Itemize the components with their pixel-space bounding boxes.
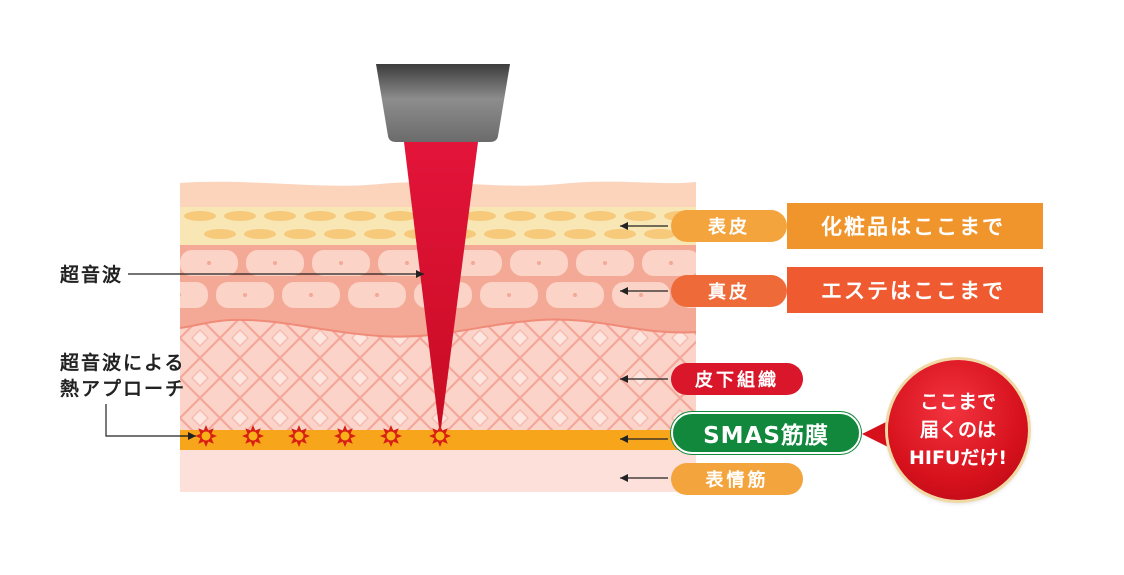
layer-arrow-muscle-head — [620, 474, 628, 482]
thermal-arrow — [105, 404, 188, 437]
callout-line-2: 届くのは — [919, 419, 996, 441]
dermis-cell-nucleus — [405, 261, 409, 265]
ultrasound-beam — [404, 142, 478, 436]
layer-arrow-subcutaneous-head — [620, 375, 628, 383]
epidermis-cell — [484, 229, 516, 239]
dermis-cell-nucleus — [639, 293, 643, 297]
callout-pointer — [862, 418, 894, 450]
epidermis-cell — [324, 229, 356, 239]
layer-arrow-smas-head — [620, 435, 628, 443]
epidermis-cell — [524, 229, 556, 239]
dermis-cell-nucleus — [339, 261, 343, 265]
muscle-layer — [180, 450, 696, 492]
ultrasound-arrow-head — [416, 270, 424, 278]
dermis-cell-nucleus — [309, 293, 313, 297]
thermal-arrow-tip-head — [188, 432, 196, 440]
epidermis-cell — [544, 211, 576, 221]
layer-arrow-epidermis-head — [620, 222, 628, 230]
dermis-cell-nucleus — [507, 293, 511, 297]
dermis-subcut-boundary — [179, 318, 697, 338]
dermis-cell-nucleus — [180, 293, 181, 297]
layer-arrow-dermis-head — [620, 287, 628, 295]
epidermis-cell — [204, 229, 236, 239]
dermis-cell-nucleus — [537, 261, 541, 265]
epidermis-cell — [284, 229, 316, 239]
heat-burst-core — [294, 431, 304, 441]
layer-pill-epidermis: 表皮 — [671, 210, 787, 242]
heat-burst-core — [248, 431, 258, 441]
heat-burst-core — [340, 431, 350, 441]
dermis-cell-nucleus — [735, 261, 739, 265]
layer-pill-dermis: 真皮 — [671, 275, 787, 307]
dermis-cell — [708, 250, 766, 276]
epidermis-cell — [224, 211, 256, 221]
epidermis-cell — [184, 211, 216, 221]
dermis-cell-nucleus — [207, 261, 211, 265]
ultrasound-label: 超音波 — [60, 264, 124, 286]
epidermis-cell — [364, 229, 396, 239]
epidermis-cell — [244, 229, 276, 239]
epidermis-cell — [564, 229, 596, 239]
note-epidermis: 化粧品はここまで — [787, 203, 1043, 249]
heat-burst-core — [201, 431, 211, 441]
epidermis-cell — [304, 211, 336, 221]
epidermis-cell — [644, 229, 676, 239]
epidermis-cell — [604, 229, 636, 239]
dermis-cell — [180, 282, 208, 308]
callout-line-3: HIFUだけ! — [908, 447, 1008, 469]
layer-pill-muscle: 表情筋 — [671, 463, 803, 495]
dermis-cell-nucleus — [243, 293, 247, 297]
epidermis-cell — [504, 211, 536, 221]
heat-burst-core — [435, 431, 445, 441]
layer-pill-smas: SMAS筋膜 — [671, 412, 861, 454]
heat-burst-core — [386, 431, 396, 441]
epidermis-cell — [464, 211, 496, 221]
dermis-cell-nucleus — [573, 293, 577, 297]
dermis-cell-nucleus — [375, 293, 379, 297]
hifu-probe — [376, 64, 510, 142]
epidermis-cell — [344, 211, 376, 221]
note-dermis: エステはここまで — [787, 267, 1043, 313]
epidermis-cell — [384, 211, 416, 221]
epidermis-cell — [584, 211, 616, 221]
thermal-approach-label-2: 熱アプローチ — [60, 378, 187, 400]
dermis-cell-nucleus — [273, 261, 277, 265]
dermis-cell-nucleus — [603, 261, 607, 265]
epidermis-cell — [624, 211, 656, 221]
hifu-callout-bubble: ここまで 届くのは HIFUだけ! — [888, 360, 1028, 500]
dermis-cell-nucleus — [669, 261, 673, 265]
dermis-cell-nucleus — [471, 261, 475, 265]
layer-pill-subcutaneous: 皮下組織 — [671, 363, 803, 395]
epidermis-cell — [264, 211, 296, 221]
callout-line-1: ここまで — [919, 391, 996, 413]
thermal-approach-label-1: 超音波による — [60, 352, 186, 374]
